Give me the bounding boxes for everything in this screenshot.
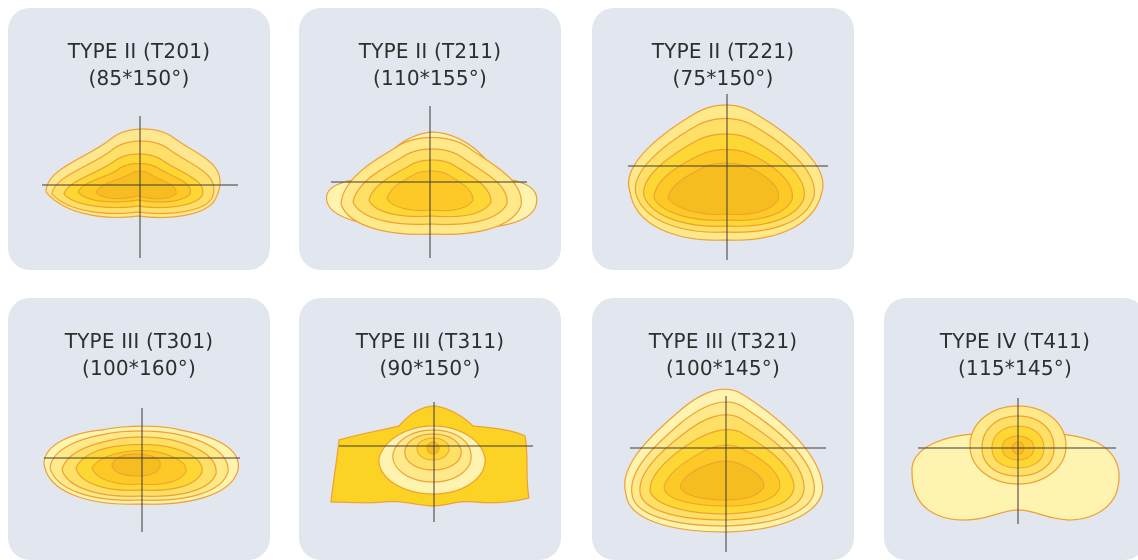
crosshair (339, 402, 533, 522)
diagram-type-label: TYPE II (T221) (651, 39, 795, 63)
diagram-type-label: TYPE III (T311) (355, 329, 505, 353)
diagram-beam-angles: (100*145°) (666, 356, 780, 380)
light-distribution-plot (325, 106, 538, 258)
diagram-type-label: TYPE IV (T411) (939, 329, 1091, 353)
light-distribution-plot (43, 408, 240, 532)
diagram-beam-angles: (100*160°) (82, 356, 196, 380)
isolux-contours (43, 425, 239, 505)
diagram-type-label: TYPE II (T211) (358, 39, 502, 63)
diagram-beam-angles: (90*150°) (379, 356, 481, 380)
diagram-beam-angles: (85*150°) (88, 66, 190, 90)
light-distribution-plot (627, 94, 828, 260)
diagram-beam-angles: (115*145°) (958, 356, 1072, 380)
isolux-contours (45, 128, 221, 218)
crosshair (630, 396, 826, 552)
crosshair (44, 408, 240, 532)
crosshair (918, 398, 1116, 524)
diagram-card-t311: TYPE III (T311) (90*150°) (299, 298, 561, 560)
diagram-beam-angles: (75*150°) (672, 66, 774, 90)
crosshair (331, 106, 527, 258)
crosshair (628, 94, 828, 260)
isolux-contours (624, 388, 824, 533)
light-distribution-plot (330, 402, 533, 522)
isolux-contours (911, 405, 1120, 521)
isolux-contours (330, 405, 530, 507)
isolux-contours (627, 104, 824, 241)
diagram-card-t211: TYPE II (T211) (110*155°) (299, 8, 561, 270)
diagram-beam-angles: (110*155°) (373, 66, 487, 90)
diagram-card-t321: TYPE III (T321) (100*145°) (592, 298, 854, 560)
diagram-card-t301: TYPE III (T301) (100*160°) (8, 298, 270, 560)
diagram-card-t201: TYPE II (T201) (85*150°) (8, 8, 270, 270)
diagram-card-t221: TYPE II (T221) (75*150°) (592, 8, 854, 270)
crosshair (42, 116, 238, 258)
light-distribution-plot (911, 398, 1120, 524)
light-distribution-plot (42, 116, 238, 258)
isolux-contours (325, 131, 538, 235)
diagram-type-label: TYPE III (T321) (648, 329, 798, 353)
light-distribution-plot (624, 388, 826, 552)
diagram-card-t411: TYPE IV (T411) (115*145°) (884, 298, 1138, 560)
diagram-type-label: TYPE II (T201) (67, 39, 211, 63)
diagram-type-label: TYPE III (T301) (64, 329, 214, 353)
